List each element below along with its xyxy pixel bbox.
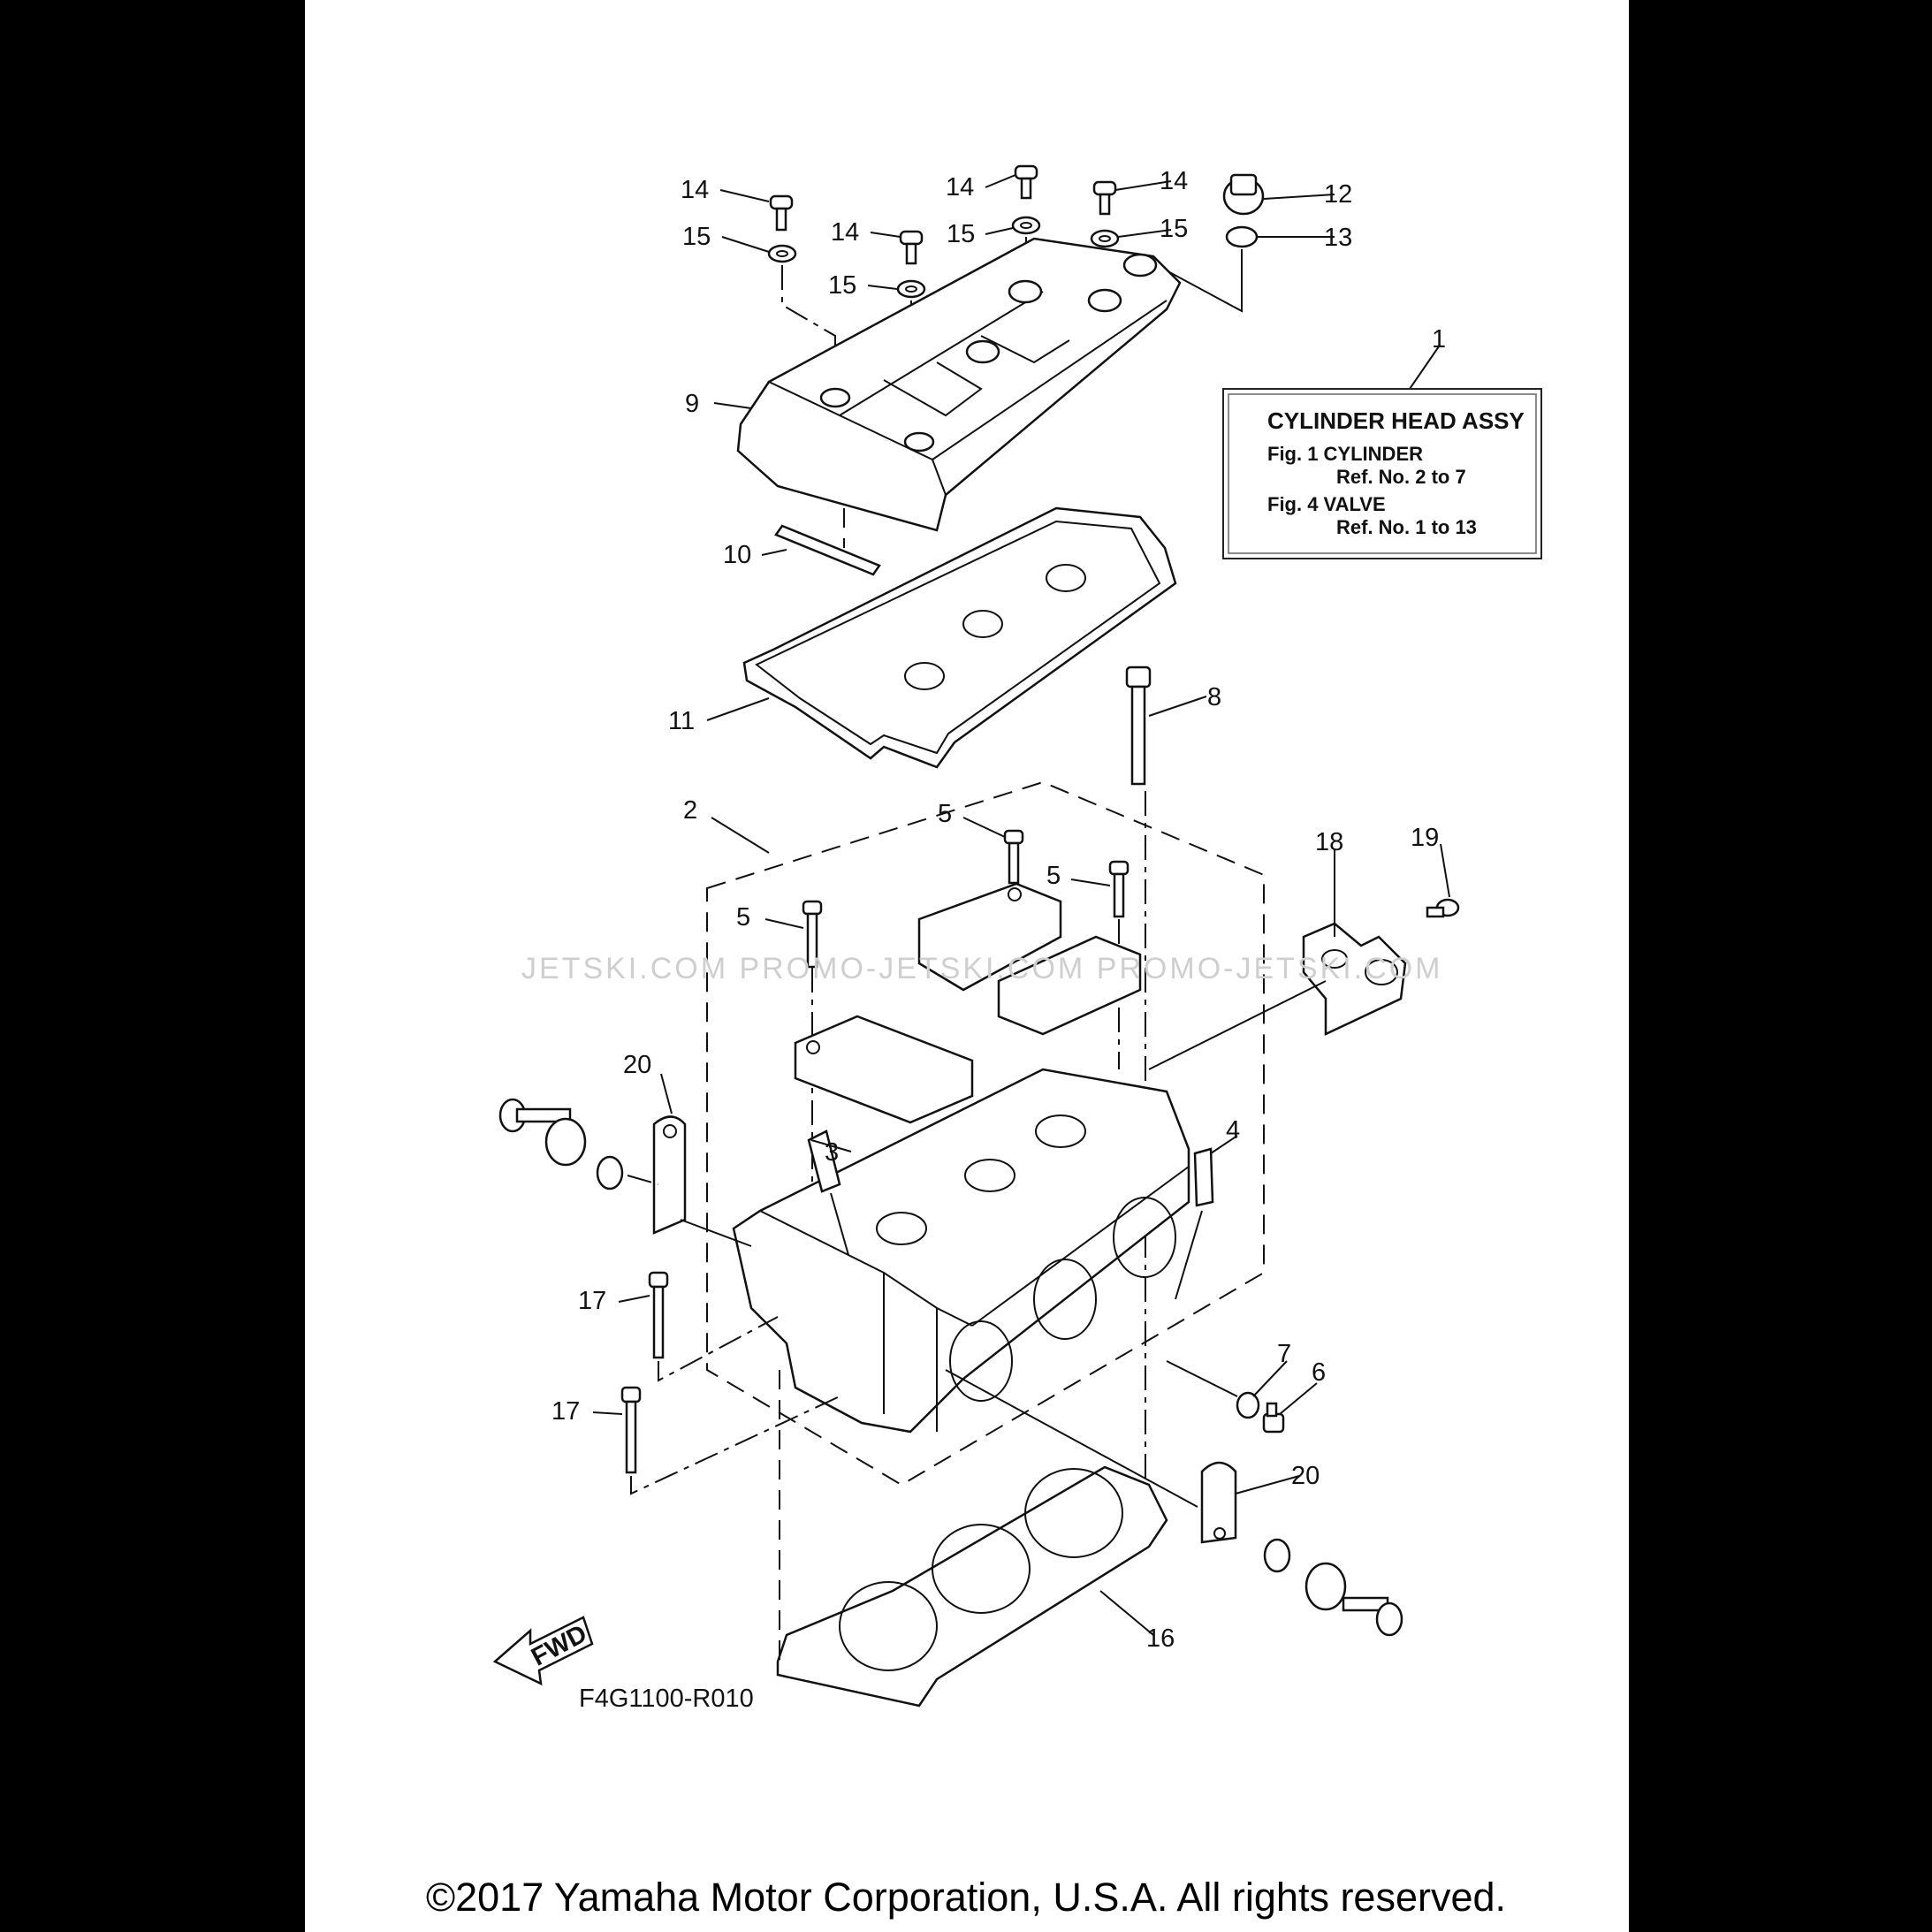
bolt-14-c — [1014, 164, 1038, 200]
info-box-line: Ref. No. 2 to 7 — [1336, 466, 1466, 488]
washer-7 — [1236, 1391, 1260, 1419]
bracket-18 — [1302, 922, 1407, 1036]
bolt-14-a — [769, 194, 794, 232]
callout-13: 13 — [1324, 224, 1352, 252]
callout-5: 5 — [736, 903, 750, 932]
fwd-label: FWD — [527, 1619, 591, 1671]
bolt-19 — [1426, 898, 1460, 918]
camshaft-cap-c — [794, 1015, 974, 1124]
info-box-line: Fig. 4 VALVE — [1267, 493, 1386, 515]
callout-17: 17 — [578, 1287, 606, 1315]
callout-15: 15 — [1160, 215, 1188, 243]
bolt-washer-set-left — [498, 1098, 624, 1190]
camshaft-cap-b — [997, 935, 1142, 1036]
bolt-5-a — [1003, 829, 1024, 885]
bolt-8 — [1125, 666, 1152, 786]
callout-1: 1 — [1432, 325, 1446, 354]
callout-6: 6 — [1312, 1358, 1326, 1387]
plate-10 — [774, 508, 881, 576]
copyright-footer: ©2017 Yamaha Motor Corporation, U.S.A. A… — [426, 1875, 1506, 1920]
callout-16: 16 — [1146, 1624, 1175, 1653]
engine-hanger-20-a — [652, 1115, 687, 1235]
callout-7: 7 — [1277, 1340, 1291, 1368]
callout-18: 18 — [1315, 828, 1343, 856]
info-box-title: CYLINDER HEAD ASSY — [1267, 407, 1525, 434]
bolt-5-c — [802, 900, 823, 969]
o-ring-13 — [1225, 225, 1259, 248]
washer-15-d — [1090, 229, 1120, 248]
bolt-14-d — [1092, 180, 1117, 216]
callout-15: 15 — [682, 223, 711, 251]
washer-15-b — [896, 279, 926, 299]
callout-11: 11 — [668, 707, 695, 735]
callout-2: 2 — [683, 796, 697, 825]
callout-20: 20 — [1291, 1462, 1320, 1490]
washer-15-c — [1011, 216, 1041, 235]
callout-12: 12 — [1324, 180, 1352, 209]
head-gasket-16 — [776, 1465, 1168, 1708]
callout-4: 4 — [1226, 1116, 1240, 1145]
engine-hanger-20-b — [1200, 1461, 1237, 1544]
callout-3: 3 — [825, 1138, 839, 1167]
bolt-14-b — [899, 230, 924, 265]
bolt-washer-set-right — [1263, 1538, 1403, 1637]
bolt-17-a — [648, 1271, 669, 1359]
info-box: CYLINDER HEAD ASSY Fig. 1 CYLINDER Ref. … — [1222, 388, 1542, 559]
camshaft-cap-a — [917, 882, 1062, 992]
callout-14: 14 — [831, 218, 859, 247]
callout-15: 15 — [947, 220, 975, 248]
callout-14: 14 — [1160, 167, 1188, 195]
info-box-line: Ref. No. 1 to 13 — [1336, 516, 1477, 538]
figure-code: F4G1100-R010 — [579, 1685, 754, 1713]
callout-14: 14 — [946, 173, 974, 202]
watermark: JETSKI.COM PROMO-JETSKI.COM PROMO-JETSKI… — [521, 952, 1442, 985]
forward-arrow-icon: FWD — [492, 1616, 594, 1686]
callout-5: 5 — [1046, 862, 1061, 890]
bolt-5-b — [1108, 860, 1130, 918]
callout-14: 14 — [681, 176, 709, 204]
dowel-4 — [1193, 1147, 1214, 1207]
callout-5: 5 — [938, 800, 952, 828]
washer-15-a — [767, 244, 797, 263]
callout-15: 15 — [828, 271, 856, 300]
callout-20: 20 — [623, 1051, 651, 1079]
dowel-3 — [807, 1130, 841, 1193]
callout-17: 17 — [551, 1397, 580, 1426]
assembly-boundary-2 — [706, 780, 1265, 1487]
callout-10: 10 — [723, 541, 751, 569]
bolt-17-b — [620, 1386, 642, 1474]
head-cover-gasket-11 — [742, 506, 1177, 769]
cylinder-head-cover-9 — [736, 237, 1182, 532]
info-box-line: Fig. 1 CYLINDER — [1267, 443, 1423, 465]
callout-19: 19 — [1411, 824, 1439, 852]
callout-8: 8 — [1207, 683, 1221, 711]
bolt-6 — [1262, 1402, 1285, 1434]
callout-9: 9 — [685, 390, 699, 418]
oil-filler-cap-12 — [1222, 173, 1265, 216]
